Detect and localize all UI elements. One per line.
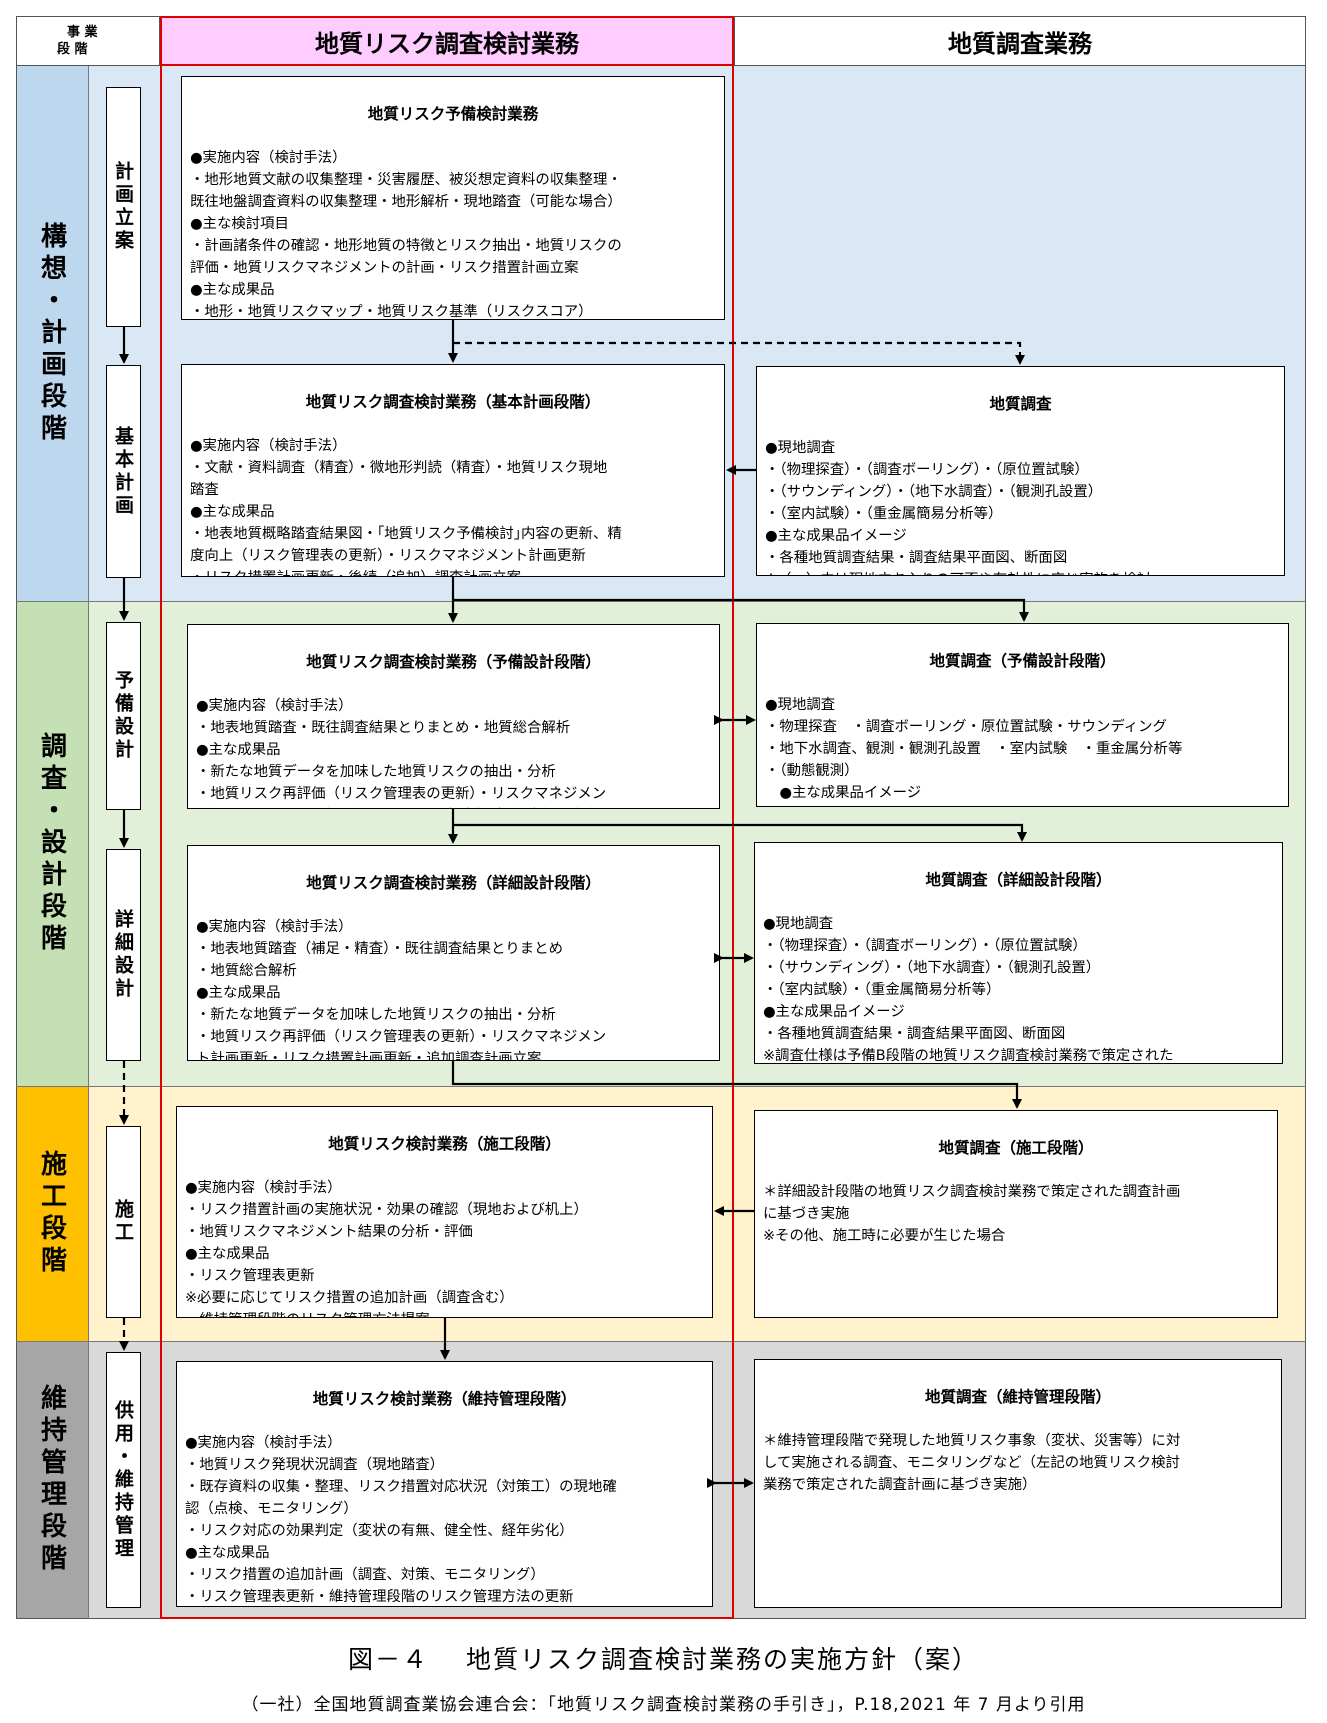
header-col-survey: 地質調査業務	[734, 16, 1306, 66]
box-body: ●実施内容（検討手法） ・リスク措置計画の実施状況・効果の確認（現地および机上）…	[185, 1180, 588, 1317]
box-body: ●実施内容（検討手法） ・地質リスク発現状況調査（現地踏査） ・既存資料の収集・…	[185, 1435, 617, 1605]
step-maintenance: 供用・維持管理	[106, 1352, 141, 1608]
figure-source: （一社）全国地質調査業協会連合会：｢地質リスク調査検討業務の手引き｣，P.18,…	[241, 1695, 1086, 1715]
step-preliminary-design: 予備設計	[106, 622, 141, 810]
box-body: ●現地調査 ・（物理探査）・（調査ボーリング）・（原位置試験） ・（サウンディン…	[765, 440, 1151, 575]
row-divider-1	[16, 601, 1306, 602]
box-body: ●実施内容（検討手法） ・地表地質踏査（補足・精査）・既往調査結果とりまとめ ・…	[196, 919, 607, 1061]
col-divider-phase	[88, 66, 89, 1619]
box-title: 地質調査（詳細設計段階）	[925, 871, 1112, 889]
box-title: 地質調査（予備設計段階）	[929, 652, 1116, 670]
risk-box-maintenance: 地質リスク検討業務（維持管理段階） ●実施内容（検討手法） ・地質リスク発現状況…	[176, 1361, 713, 1607]
survey-box-detailed-design: 地質調査（詳細設計段階） ●現地調査 ・（物理探査）・（調査ボーリング）・（原位…	[754, 842, 1283, 1064]
step-basic-plan: 基本計画	[106, 365, 141, 578]
header-corner-bottom: 段 階	[57, 42, 88, 57]
arrow-predesign-to-survey-detail	[453, 823, 1027, 842]
survey-box-preliminary-design: 地質調査（予備設計段階） ●現地調査 ・物理探査 ・調査ボーリング・原位置試験・…	[756, 623, 1289, 807]
box-title: 地質調査（維持管理段階）	[924, 1388, 1111, 1406]
box-title: 地質調査	[989, 395, 1052, 413]
risk-box-preliminary-study: 地質リスク予備検討業務 ●実施内容（検討手法） ・地形地質文献の収集整理・災害履…	[181, 76, 725, 320]
box-title: 地質リスク検討業務（維持管理段階）	[312, 1390, 577, 1408]
survey-box-basic-plan: 地質調査 ●現地調査 ・（物理探査）・（調査ボーリング）・（原位置試験） ・（サ…	[756, 366, 1285, 576]
box-title: 地質リスク予備検討業務	[367, 105, 539, 123]
box-body: ＊維持管理段階で発現した地質リスク事象（変状、災害等）に対 して実施される調査、…	[763, 1433, 1181, 1493]
risk-box-preliminary-design: 地質リスク調査検討業務（予備設計段階） ●実施内容（検討手法） ・地表地質踏査・…	[187, 624, 720, 809]
survey-box-construction: 地質調査（施工段階） ＊詳細設計段階の地質リスク調査検討業務で策定された調査計画…	[754, 1110, 1278, 1318]
arrow-prelim-to-survey	[453, 341, 1025, 365]
box-body: ●実施内容（検討手法） ・地表地質踏査・既往調査結果とりまとめ・地質総合解析 ●…	[196, 698, 607, 802]
header-corner: 事 業 段 階	[16, 16, 160, 66]
box-body: ●現地調査 ・（物理探査）・（調査ボーリング）・（原位置試験） ・（サウンディン…	[763, 916, 1174, 1064]
row-divider-2	[16, 1086, 1306, 1087]
box-body: ●現地調査 ・物理探査 ・調査ボーリング・原位置試験・サウンディング ・地下水調…	[765, 697, 1183, 801]
phase-label-construction: 施工段階	[16, 1086, 88, 1341]
box-title: 地質リスク調査検討業務（基本計画段階）	[305, 393, 601, 411]
risk-box-detailed-design: 地質リスク調査検討業務（詳細設計段階） ●実施内容（検討手法） ・地表地質踏査（…	[187, 845, 720, 1061]
box-body: ●実施内容（検討手法） ・文献・資料調査（精査）・微地形判読（精査）・地質リスク…	[190, 438, 622, 576]
step-construction: 施工	[106, 1126, 141, 1318]
step-detailed-design: 詳細設計	[106, 849, 141, 1061]
arrow-detail-to-survey-construction	[451, 1061, 1022, 1109]
box-title: 地質リスク調査検討業務（詳細設計段階）	[306, 874, 601, 892]
box-body: ●実施内容（検討手法） ・地形地質文献の収集整理・災害履歴、被災想定資料の収集整…	[190, 150, 622, 320]
header-corner-top: 事 業	[67, 25, 98, 40]
step-planning: 計画立案	[106, 87, 141, 327]
arrow-basic-to-survey-predesign	[453, 598, 1029, 622]
box-body: ＊詳細設計段階の地質リスク調査検討業務で策定された調査計画 に基づき実施 ※その…	[763, 1184, 1181, 1244]
risk-box-basic-plan: 地質リスク調査検討業務（基本計画段階） ●実施内容（検討手法） ・文献・資料調査…	[181, 364, 725, 577]
figure-caption: 図－４ 地質リスク調査検討業務の実施方針（案）	[348, 1645, 979, 1674]
risk-column-outline	[160, 16, 734, 1619]
phase-label-maintenance: 維持管理段階	[16, 1341, 88, 1619]
phase-label-design: 調査・設計段階	[16, 601, 88, 1086]
survey-box-maintenance: 地質調査（維持管理段階） ＊維持管理段階で発現した地質リスク事象（変状、災害等）…	[754, 1359, 1282, 1608]
phase-label-plan: 構想・計画段階	[16, 66, 88, 601]
box-title: 地質リスク検討業務（施工段階）	[328, 1135, 561, 1153]
box-title: 地質調査（施工段階）	[938, 1139, 1094, 1157]
box-title: 地質リスク調査検討業務（予備設計段階）	[306, 653, 601, 671]
risk-box-construction: 地質リスク検討業務（施工段階） ●実施内容（検討手法） ・リスク措置計画の実施状…	[176, 1106, 713, 1318]
row-divider-3	[16, 1341, 1306, 1342]
